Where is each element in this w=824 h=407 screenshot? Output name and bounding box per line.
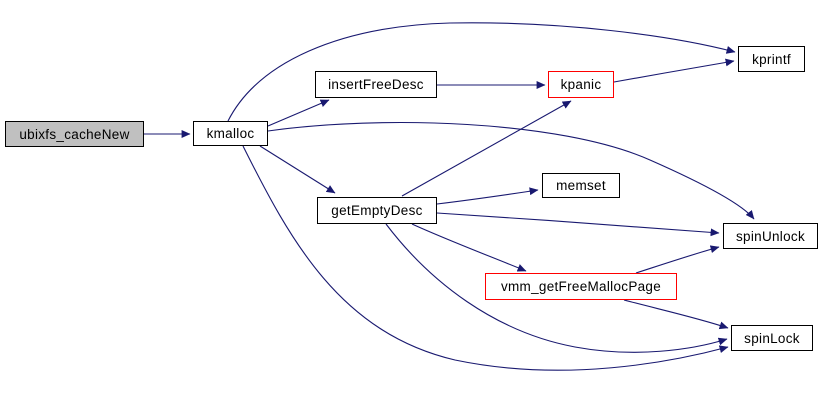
edge-getEmptyDesc-to-spinUnlock	[436, 212, 720, 237]
edge-getEmptyDesc-to-kpanic	[401, 100, 572, 197]
node-insertfreedesc[interactable]: insertFreeDesc	[315, 71, 437, 98]
node-ubixfs-cachenew: ubixfs_cacheNew	[5, 121, 144, 147]
edge-vmm_getFreeMallocPage-to-spinLock	[623, 299, 729, 330]
node-kmalloc[interactable]: kmalloc	[193, 121, 268, 146]
node-spinunlock[interactable]: spinUnlock	[723, 223, 818, 249]
edge-kmalloc-to-getEmptyDesc	[259, 145, 336, 194]
node-kprintf[interactable]: kprintf	[738, 46, 805, 72]
edge-vmm_getFreeMallocPage-to-spinUnlock	[635, 245, 720, 274]
node-kpanic[interactable]: kpanic	[548, 71, 614, 98]
edge-kmalloc-to-kprintf	[227, 22, 736, 122]
edge-getEmptyDesc-to-spinLock	[385, 223, 728, 353]
edge-kmalloc-to-spinUnlock	[267, 121, 755, 220]
node-vmm-getfreemallocpage[interactable]: vmm_getFreeMallocPage	[485, 273, 677, 300]
node-spinlock[interactable]: spinLock	[731, 325, 813, 351]
edge-kmalloc-to-spinLock	[242, 145, 729, 371]
edge-getEmptyDesc-to-vmm_getFreeMallocPage	[411, 223, 527, 272]
node-memset[interactable]: memset	[542, 173, 620, 198]
node-getemptydesc[interactable]: getEmptyDesc	[317, 197, 437, 224]
edge-getEmptyDesc-to-memset	[436, 187, 539, 205]
edge-kpanic-to-kprintf	[613, 58, 735, 83]
edge-kmalloc-to-insertFreeDesc	[267, 99, 330, 127]
